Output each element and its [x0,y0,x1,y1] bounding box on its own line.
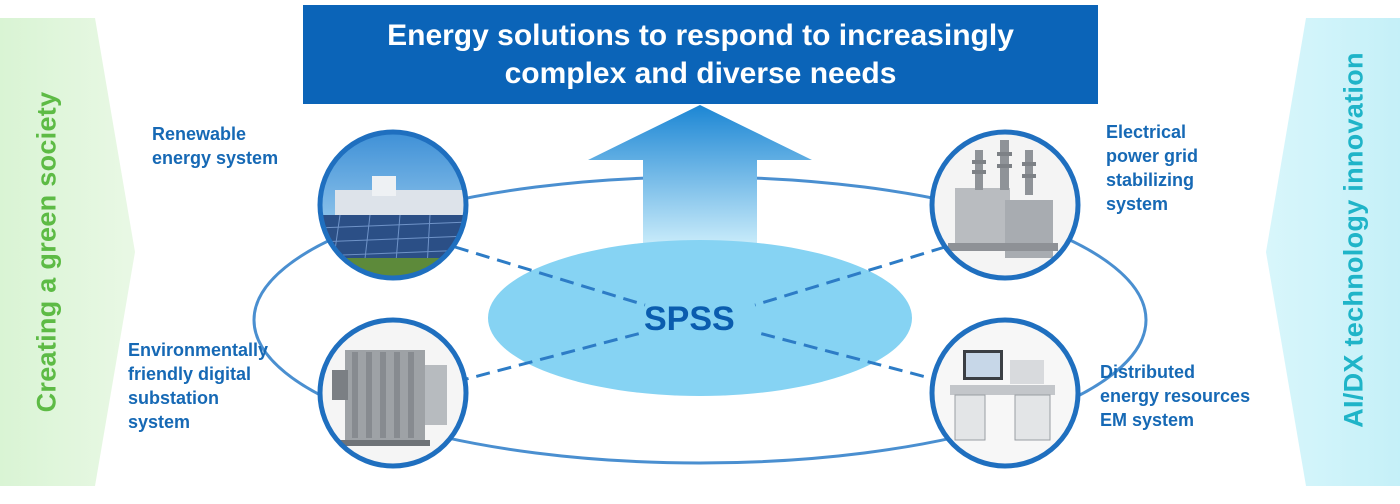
grid-label-line: power grid [1106,146,1199,166]
renewable-label-line: Renewable [152,124,247,144]
dashed-connectors [454,245,946,384]
substation-label: Environmentally friendly digital substat… [128,338,268,434]
distributed-label-line: energy resources [1100,386,1251,406]
title-banner: Energy solutions to respond to increasin… [303,5,1098,104]
grid-label-line: stabilizing [1106,170,1195,190]
substation-label-line: system [128,412,191,432]
up-arrow [588,105,812,248]
spss-ellipse [488,240,912,396]
distributed-label-line: Distributed [1100,362,1196,382]
renewable-label-line: energy system [152,148,279,168]
right-banner-text: AI/DX technology innovation [1338,52,1369,428]
distributed-label: Distributed energy resources EM system [1100,360,1250,432]
left-banner-text: Creating a green society [31,91,62,413]
left-banner-shape [0,18,135,486]
substation-label-line: friendly digital [128,364,252,384]
grid-label-line: Electrical [1106,122,1187,142]
grid-label-line: system [1106,194,1169,214]
substation-label-line: substation [128,388,220,408]
right-banner-shape [1266,18,1400,486]
title-line-1: Energy solutions to respond to increasin… [387,18,1014,52]
distributed-em-photo-icon [929,317,1081,469]
substation-label-line: Environmentally [128,340,269,360]
substation-photo-icon [317,317,469,469]
spss-label: SPSS [644,300,735,338]
title-line-2: complex and diverse needs [504,56,897,90]
renewable-photo-icon [317,129,469,281]
grid-label: Electrical power grid stabilizing system [1106,120,1198,216]
grid-stabilizer-photo-icon [929,129,1081,281]
distributed-label-line: EM system [1100,410,1195,430]
renewable-label: Renewable energy system [152,122,278,170]
